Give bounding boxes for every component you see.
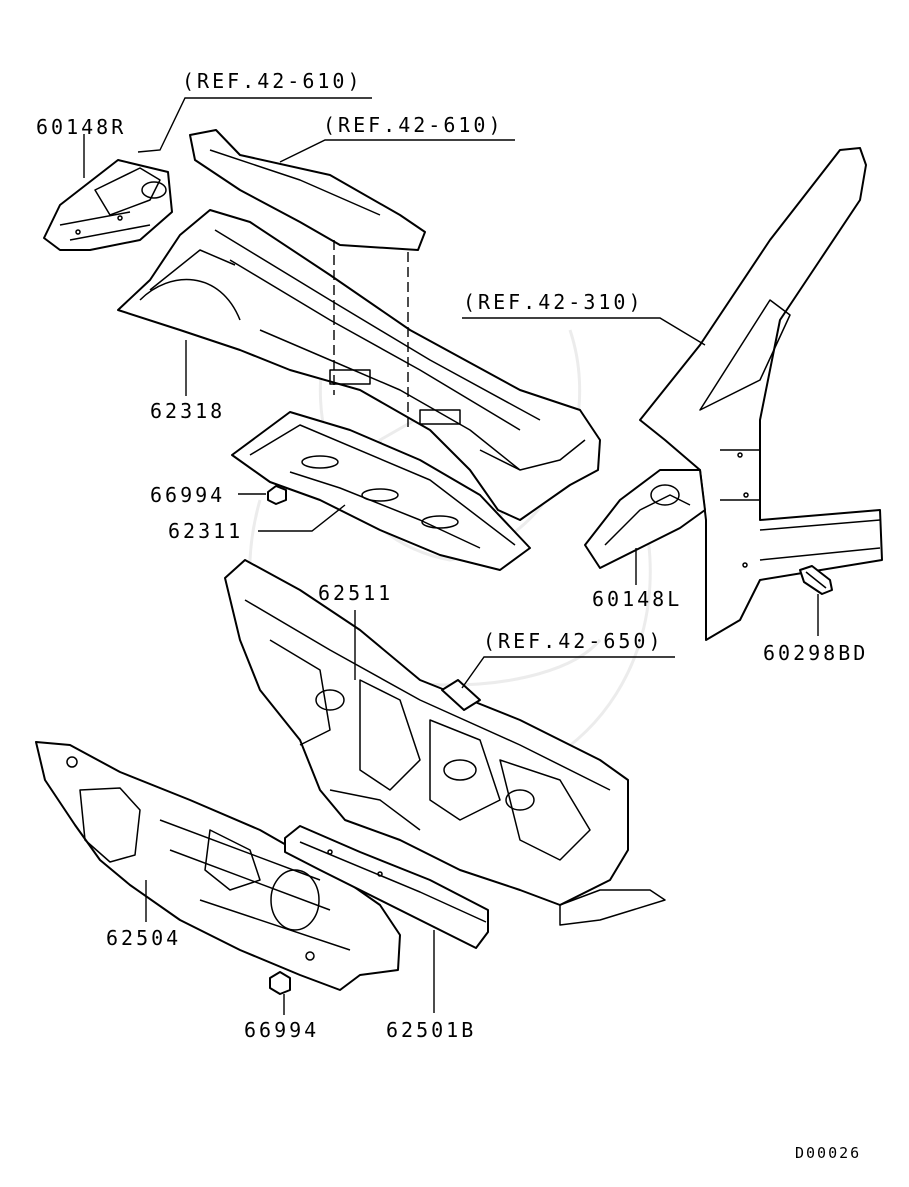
a-pillar-body (639, 147, 883, 641)
label-62311: 62311 (168, 519, 243, 543)
dash-patch-ref-42-650 (441, 679, 481, 711)
dash-panel-62511 (224, 559, 666, 926)
bolt-60298bd (799, 565, 833, 595)
bracket-60148l (584, 469, 706, 569)
diagram-code: D00026 (795, 1144, 861, 1162)
label-62504: 62504 (106, 926, 181, 950)
label-ref-42-650: (REF.42-650) (483, 629, 664, 653)
cowl-top-strip (189, 129, 426, 251)
cowl-upper-panel-62318 (117, 209, 601, 521)
label-66994-upper: 66994 (150, 483, 225, 507)
label-60148l: 60148L (592, 587, 682, 611)
label-66994-lower: 66994 (244, 1018, 319, 1042)
clip-66994-lower (269, 971, 291, 995)
label-62501b: 62501B (386, 1018, 476, 1042)
label-60148r: 60148R (36, 115, 126, 139)
reinforcement-62501b (284, 825, 489, 949)
bracket-60148r (43, 159, 173, 251)
label-ref-42-610-top: (REF.42-610) (182, 69, 363, 93)
label-ref-42-310: (REF.42-310) (463, 290, 644, 314)
label-60298bd: 60298BD (763, 641, 868, 665)
label-62318: 62318 (150, 399, 225, 423)
leader-lines (83, 97, 819, 1015)
label-62511: 62511 (318, 581, 393, 605)
cowl-lower-panel-62311 (231, 411, 531, 571)
insulator-62504 (35, 741, 401, 991)
clip-66994-upper (267, 485, 287, 505)
label-ref-42-610-mid: (REF.42-610) (323, 113, 504, 137)
